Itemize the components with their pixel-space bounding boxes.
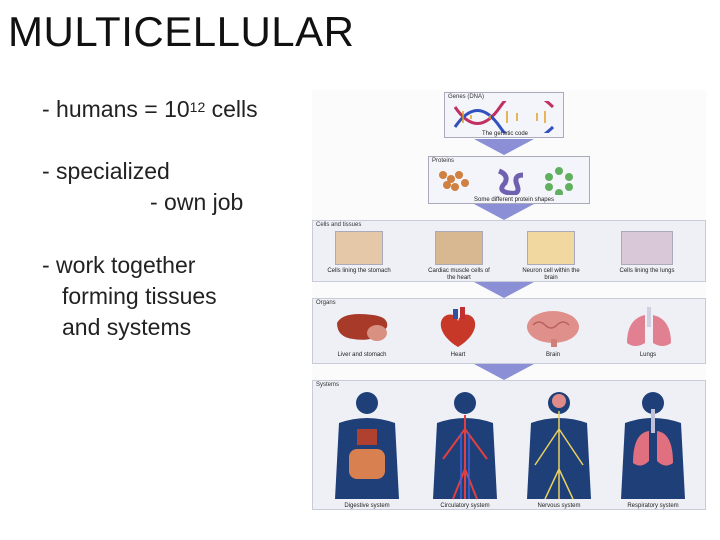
proteins-label: Proteins <box>432 158 455 164</box>
arrow-down-icon <box>474 204 534 220</box>
bullet-humans-prefix: - humans = 10 <box>42 96 190 122</box>
organ-caption: Brain <box>545 352 560 358</box>
organs-label: Organs <box>316 300 336 306</box>
bullet-specialized-line2: - own job <box>150 189 244 215</box>
liver-icon <box>337 314 388 341</box>
heart-icon <box>440 307 476 347</box>
cell-caption: Cardiac muscle cells of the heart <box>428 268 490 281</box>
bullet-humans: - humans = 1012 cells <box>42 94 258 125</box>
cells-panel: Cells and tissues Cells lining the stoma… <box>312 220 706 282</box>
organ-caption: Lungs <box>639 352 657 358</box>
bullet-specialized-line1: - specialized <box>42 158 170 184</box>
protein-shapes-icon <box>439 167 573 195</box>
bullet-work-together: - work together forming tissues and syst… <box>42 250 217 343</box>
genes-label: Genes (DNA) <box>448 94 485 100</box>
organ-caption: Liver and stomach <box>337 352 387 358</box>
cell-caption: Cells lining the stomach <box>327 268 391 274</box>
neuron-cell-image <box>527 231 575 265</box>
stomach-cells-image <box>335 231 383 265</box>
proteins-caption: Some different protein shapes <box>474 197 554 203</box>
system-caption: Circulatory system <box>440 503 490 509</box>
cells-label: Cells and tissues <box>316 222 362 228</box>
cell-caption: Cells lining the lungs <box>619 268 675 274</box>
bullet-work-line1: - work together <box>42 252 196 278</box>
dna-helix-icon <box>453 101 555 133</box>
system-caption: Nervous system <box>537 503 581 509</box>
organ-caption: Heart <box>450 352 466 358</box>
arrow-down-icon <box>474 139 534 155</box>
lung-cells-image <box>621 231 673 265</box>
arrow-down-icon <box>474 364 534 380</box>
bullet-work-line2: forming tissues <box>62 283 217 309</box>
genes-caption: The genetic code <box>481 131 529 137</box>
lungs-icon <box>627 307 671 346</box>
arrow-down-icon <box>474 282 534 298</box>
nervous-system-icon <box>527 392 591 500</box>
proteins-panel: Proteins Some different protein shapes <box>428 156 590 204</box>
biology-hierarchy-figure: Genes (DNA) The genetic code Proteins <box>312 90 706 510</box>
systems-label: Systems <box>316 382 340 388</box>
circulatory-system-icon <box>433 392 497 500</box>
bullet-humans-exponent: 12 <box>189 99 206 115</box>
brain-icon <box>527 311 579 347</box>
system-caption: Respiratory system <box>627 503 679 509</box>
digestive-system-icon <box>335 392 399 499</box>
genes-panel: Genes (DNA) The genetic code <box>444 92 564 138</box>
bullet-humans-suffix: cells <box>205 96 258 122</box>
bullet-work-line3: and systems <box>62 314 192 340</box>
bullet-specialized: - specialized - own job <box>42 156 243 218</box>
organs-panel: Organs Liver and stomach Heart Brain Lun… <box>312 298 706 364</box>
slide-title: MULTICELLULAR <box>8 8 355 55</box>
cardiac-cells-image <box>435 231 483 265</box>
cell-caption: Neuron cell within the brain <box>522 268 580 281</box>
systems-panel: Systems Digestive system Circula <box>312 380 706 510</box>
system-caption: Digestive system <box>344 503 390 509</box>
respiratory-system-icon <box>621 392 685 499</box>
